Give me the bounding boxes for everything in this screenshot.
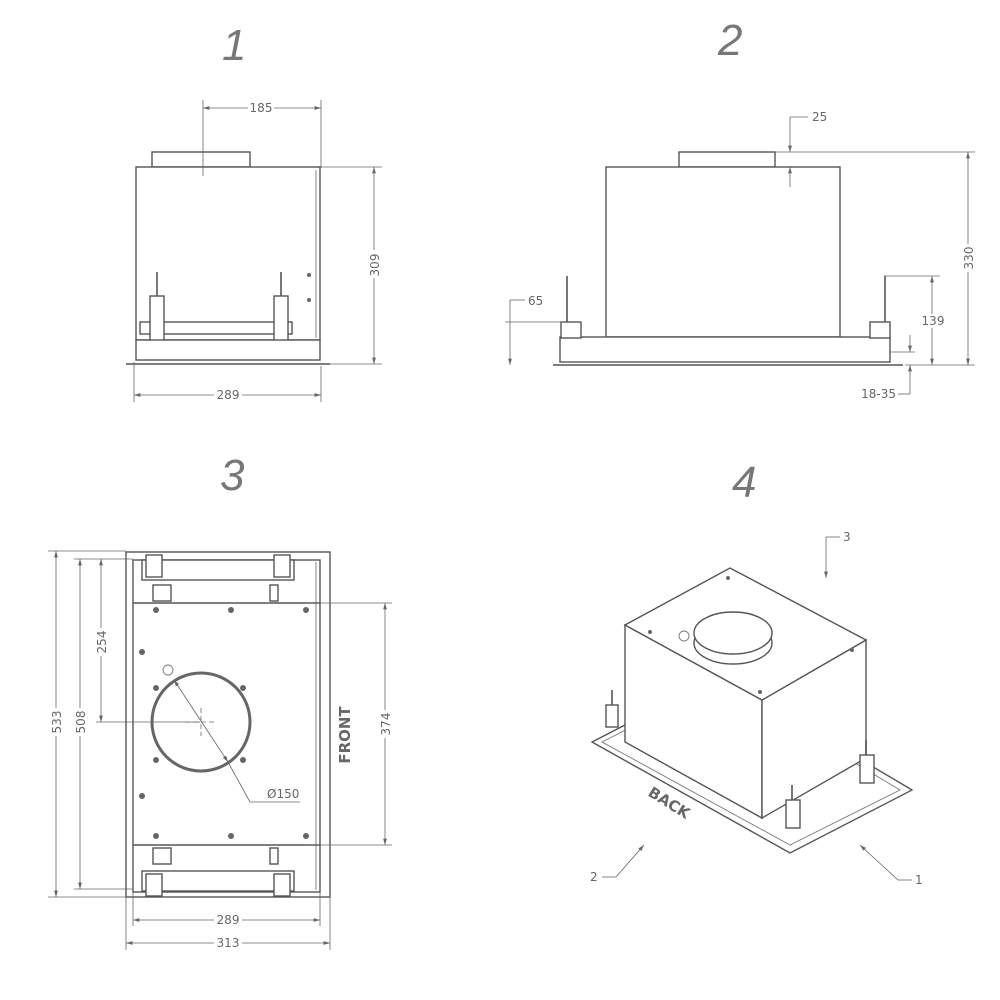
view-3-top: 3 Ø150 FRONT 533 xyxy=(48,451,393,950)
dim-374: 374 xyxy=(379,713,393,736)
dim-309: 309 xyxy=(368,254,382,277)
dim-18-35: 18-35 xyxy=(861,387,896,401)
view-number: 1 xyxy=(222,21,246,70)
callout-2: 2 xyxy=(590,870,598,884)
duct-collar xyxy=(678,151,776,168)
view-number: 4 xyxy=(732,458,756,507)
callout-3: 3 xyxy=(843,530,851,544)
view-number: 3 xyxy=(220,451,245,500)
dim-150-diameter: Ø150 xyxy=(267,787,299,801)
hood-body xyxy=(605,166,841,338)
hood-body xyxy=(135,166,321,341)
front-label: FRONT xyxy=(336,706,354,764)
view-number: 2 xyxy=(717,16,742,65)
dim-289: 289 xyxy=(217,388,240,402)
dim-508: 508 xyxy=(74,711,88,734)
view-2-front: 2 25 330 139 65 18-35 xyxy=(505,16,976,401)
callout-1: 1 xyxy=(915,873,923,887)
bracket-right xyxy=(869,321,891,339)
dim-65: 65 xyxy=(528,294,543,308)
dim-330: 330 xyxy=(962,247,976,270)
duct-collar xyxy=(151,151,251,168)
dim-139: 139 xyxy=(922,314,945,328)
bracket-left xyxy=(560,321,582,339)
view-4-isometric: 4 BACK 3 2 1 xyxy=(590,458,923,887)
dim-254: 254 xyxy=(95,631,109,654)
dim-313: 313 xyxy=(217,936,240,950)
view-1-side: 1 185 309 289 xyxy=(126,21,382,402)
dim-533: 533 xyxy=(50,711,64,734)
base-plate xyxy=(559,336,891,363)
hood-body xyxy=(132,559,321,893)
front-bar xyxy=(139,321,293,335)
dim-25: 25 xyxy=(812,110,827,124)
dim-185: 185 xyxy=(250,101,273,115)
dim-289: 289 xyxy=(217,913,240,927)
base-plate xyxy=(135,339,321,361)
